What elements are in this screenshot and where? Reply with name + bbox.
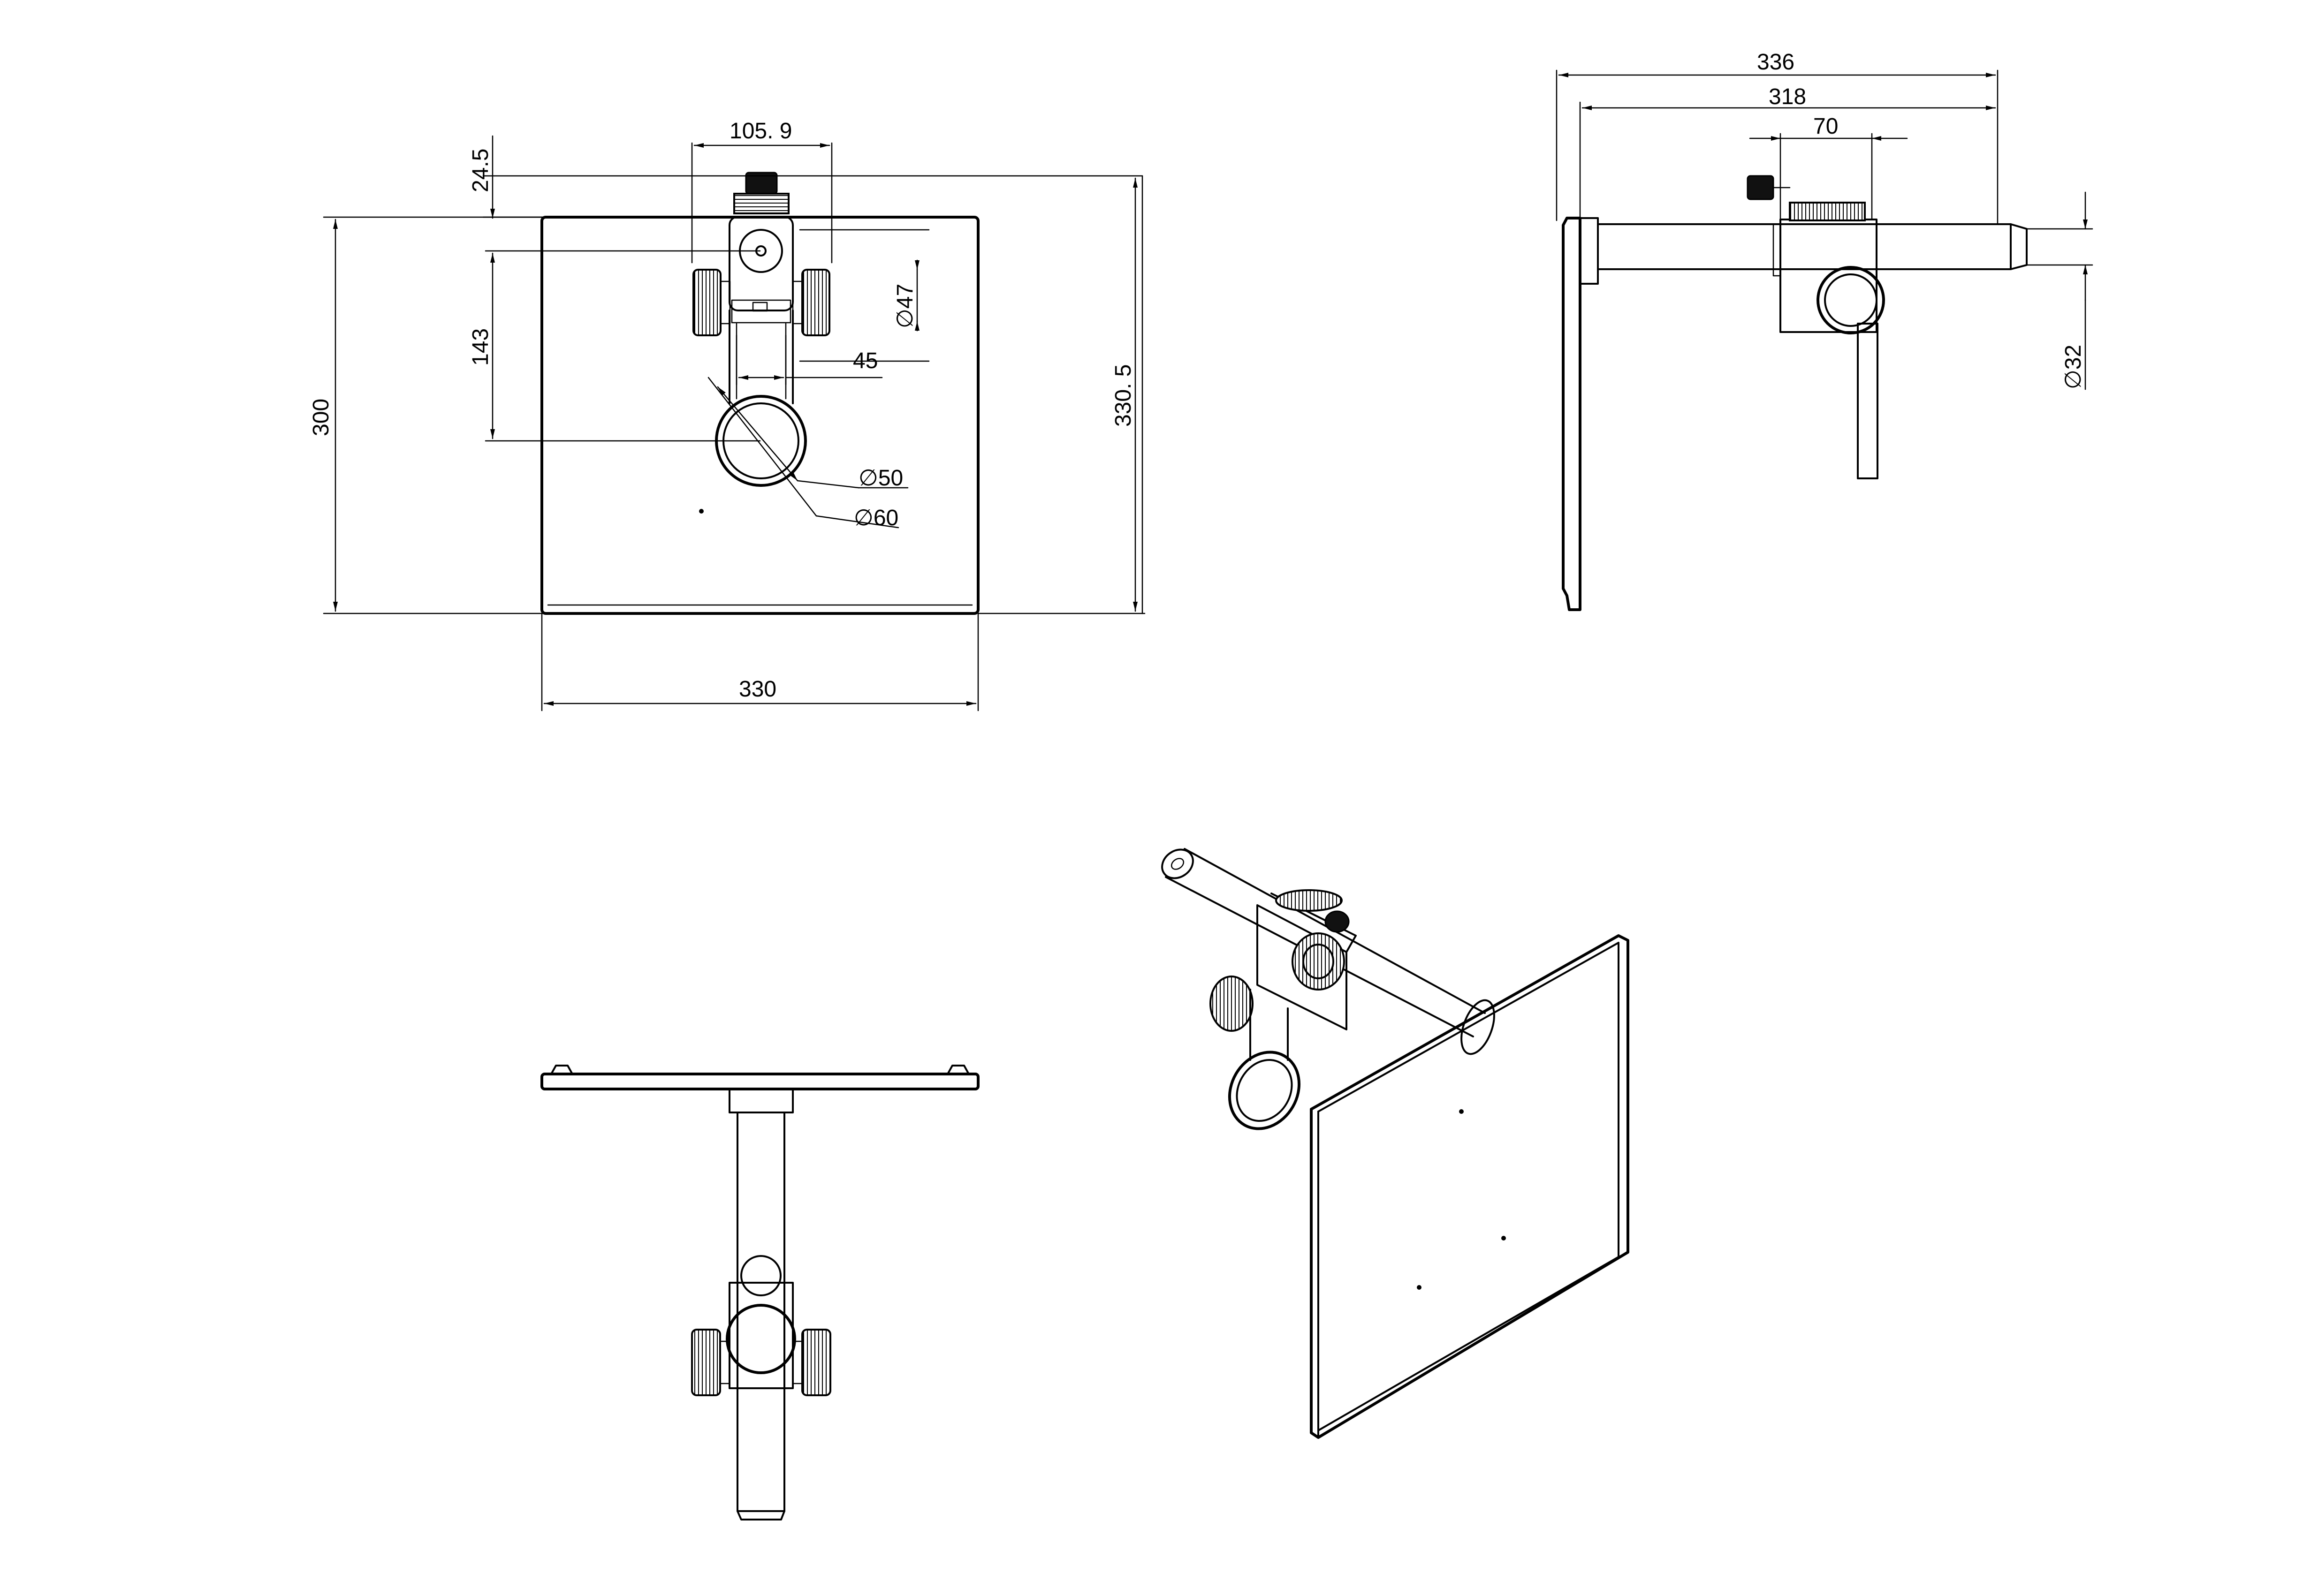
dim-ring-inner: ∅50 (859, 466, 903, 491)
dim-overall: 336 (1757, 50, 1794, 75)
dim-total-height: 330. 5 (1111, 364, 1136, 427)
iso-knob-back (1209, 976, 1254, 1032)
dim-top-width: 105. 9 (730, 119, 792, 144)
top-view-right-knob (801, 1329, 831, 1396)
dim-pin-dia: ∅47 (893, 284, 918, 328)
dim-width: 330 (739, 677, 776, 702)
left-knob-front (692, 269, 722, 336)
top-view-left-knob (691, 1329, 721, 1396)
side-plate (1562, 217, 1581, 611)
dim-ring-outer: ∅60 (854, 506, 898, 530)
dim-height: 300 (309, 399, 334, 436)
front-view: 105. 9 24.5 300 143 330. 5 330 ∅4 (309, 119, 1146, 711)
side-view: 336 318 70 ∅32 (1556, 50, 2093, 611)
side-top-knob (1747, 175, 1774, 200)
iso-plate (1310, 934, 1629, 1439)
isometric-view (1161, 848, 1629, 1439)
iso-ring-outer (1228, 1051, 1301, 1130)
dim-center: 143 (468, 328, 493, 366)
iso-knob-front (1292, 932, 1345, 991)
top-plate-edge (540, 1073, 980, 1090)
iso-knurl-top (1275, 889, 1343, 912)
dim-plate: 318 (1769, 84, 1806, 109)
side-ring (1817, 266, 1885, 334)
top-view (540, 1065, 980, 1520)
side-knurl-wheel (1789, 202, 1866, 221)
dim-offset: 45 (853, 348, 878, 373)
front-plate-outline (540, 216, 980, 615)
dim-rod-dia: ∅32 (2061, 345, 2086, 389)
right-knob-front (801, 269, 830, 336)
top-view-wheel (726, 1304, 796, 1374)
top-view-knob (740, 1255, 782, 1296)
top-rod (737, 1112, 785, 1512)
dim-top-offset: 24.5 (468, 149, 493, 192)
dim-clamp: 70 (1813, 114, 1838, 139)
side-rod (1597, 223, 2012, 270)
top-knurl-wheel (733, 193, 790, 214)
mount-hole-dot (699, 509, 704, 514)
